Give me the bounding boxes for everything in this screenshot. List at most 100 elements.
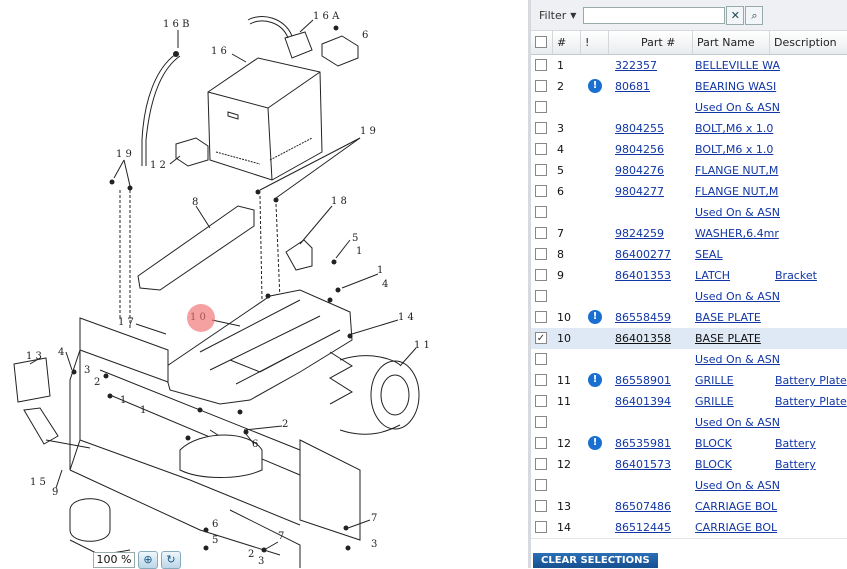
- description-link[interactable]: [775, 517, 847, 538]
- part-name-link[interactable]: Used On & ASN: [695, 206, 780, 219]
- table-row[interactable]: Used On & ASN: [531, 475, 847, 497]
- part-name-link[interactable]: GRILLE: [695, 395, 734, 408]
- part-name-link[interactable]: BELLEVILLE WA: [695, 59, 780, 72]
- part-name-link[interactable]: SEAL: [695, 248, 723, 261]
- info-icon[interactable]: !: [588, 79, 602, 93]
- part-number-link[interactable]: 86512445: [615, 521, 671, 534]
- row-checkbox[interactable]: [535, 206, 547, 218]
- row-checkbox[interactable]: [535, 395, 547, 407]
- description-link[interactable]: [775, 328, 847, 349]
- filter-dropdown-caret-icon[interactable]: ▼: [570, 10, 577, 20]
- row-checkbox[interactable]: [535, 101, 547, 113]
- part-name-link[interactable]: BASE PLATE: [695, 311, 761, 324]
- row-checkbox[interactable]: [535, 59, 547, 71]
- column-header-info[interactable]: !: [580, 31, 608, 54]
- row-checkbox[interactable]: [535, 311, 547, 323]
- description-link[interactable]: [775, 223, 847, 244]
- part-number-link[interactable]: [615, 349, 691, 370]
- row-checkbox[interactable]: [535, 185, 547, 197]
- row-checkbox[interactable]: [535, 374, 547, 386]
- info-icon[interactable]: !: [588, 310, 602, 324]
- description-link[interactable]: Battery Plate: [775, 395, 847, 408]
- description-link[interactable]: [775, 496, 847, 517]
- part-number-link[interactable]: 86400277: [615, 248, 671, 261]
- part-name-link[interactable]: Used On & ASN: [695, 479, 780, 492]
- description-link[interactable]: Battery Plate: [775, 374, 847, 387]
- table-row[interactable]: Used On & ASN: [531, 349, 847, 371]
- clear-selections-button[interactable]: CLEAR SELECTIONS: [533, 553, 658, 568]
- description-link[interactable]: [775, 307, 847, 328]
- column-header-description[interactable]: Description: [769, 31, 847, 54]
- part-name-link[interactable]: BLOCK: [695, 437, 732, 450]
- part-number-link[interactable]: 86401573: [615, 458, 671, 471]
- part-name-link[interactable]: BOLT,M6 x 1.0: [695, 122, 774, 135]
- part-name-link[interactable]: CARRIAGE BOL: [695, 521, 778, 534]
- part-number-link[interactable]: 322357: [615, 59, 657, 72]
- description-link[interactable]: [775, 286, 847, 307]
- description-link[interactable]: Battery: [775, 458, 816, 471]
- row-checkbox[interactable]: [535, 479, 547, 491]
- part-name-link[interactable]: Used On & ASN: [695, 290, 780, 303]
- row-checkbox[interactable]: [535, 458, 547, 470]
- description-link[interactable]: [775, 202, 847, 223]
- part-name-link[interactable]: FLANGE NUT,M: [695, 185, 779, 198]
- row-checkbox[interactable]: [535, 500, 547, 512]
- table-row[interactable]: Used On & ASN: [531, 412, 847, 434]
- part-number-link[interactable]: 9804277: [615, 185, 664, 198]
- row-checkbox[interactable]: [535, 290, 547, 302]
- description-link[interactable]: [775, 139, 847, 160]
- description-link[interactable]: [775, 55, 847, 76]
- part-name-link[interactable]: Used On & ASN: [695, 416, 780, 429]
- part-number-link[interactable]: [615, 202, 691, 223]
- row-checkbox[interactable]: [535, 122, 547, 134]
- info-icon[interactable]: !: [588, 436, 602, 450]
- row-checkbox[interactable]: [535, 353, 547, 365]
- description-link[interactable]: Battery: [775, 437, 816, 450]
- part-number-link[interactable]: 9804276: [615, 164, 664, 177]
- description-link[interactable]: Bracket: [775, 269, 817, 282]
- filter-input[interactable]: [583, 6, 726, 24]
- column-header-part-number[interactable]: Part #: [608, 31, 692, 54]
- row-checkbox[interactable]: [535, 164, 547, 176]
- part-name-link[interactable]: Used On & ASN: [695, 353, 780, 366]
- part-number-link[interactable]: 86535981: [615, 437, 671, 450]
- description-link[interactable]: [775, 244, 847, 265]
- description-link[interactable]: [775, 181, 847, 202]
- part-number-link[interactable]: [615, 412, 691, 433]
- part-name-link[interactable]: FLANGE NUT,M: [695, 164, 779, 177]
- row-checkbox[interactable]: [535, 269, 547, 281]
- description-link[interactable]: [775, 475, 847, 496]
- selected-part-hotspot[interactable]: [187, 304, 215, 332]
- part-name-link[interactable]: BLOCK: [695, 458, 732, 471]
- description-link[interactable]: [775, 349, 847, 370]
- part-number-link[interactable]: 86401358: [615, 332, 671, 345]
- part-number-link[interactable]: 86558459: [615, 311, 671, 324]
- part-number-link[interactable]: 9804255: [615, 122, 664, 135]
- filter-label[interactable]: Filter: [539, 8, 567, 22]
- row-checkbox[interactable]: [535, 143, 547, 155]
- part-name-link[interactable]: BOLT,M6 x 1.0: [695, 143, 774, 156]
- table-row[interactable]: Used On & ASN: [531, 202, 847, 224]
- row-checkbox[interactable]: [535, 227, 547, 239]
- clear-x-icon[interactable]: ✕: [726, 5, 745, 25]
- part-number-link[interactable]: 9804256: [615, 143, 664, 156]
- select-all-checkbox[interactable]: [535, 36, 547, 48]
- part-number-link[interactable]: 80681: [615, 80, 650, 93]
- part-number-link[interactable]: 9824259: [615, 227, 664, 240]
